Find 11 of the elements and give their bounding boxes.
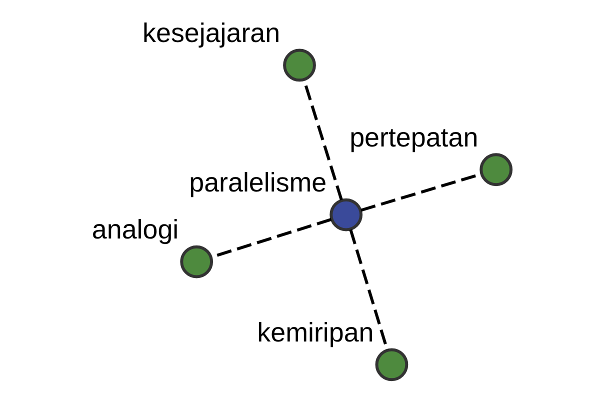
node-circle <box>330 198 363 232</box>
connector <box>349 229 389 350</box>
node-label: kesejajaran <box>142 18 280 48</box>
node-circle <box>283 48 316 82</box>
node-label: pertepatan <box>350 122 478 152</box>
node-label: paralelisme <box>189 167 327 198</box>
node-label: analogi <box>92 214 179 244</box>
node-label: kemiripan <box>257 317 374 348</box>
node-circle <box>480 153 513 186</box>
node-circle <box>375 348 408 382</box>
node-circle <box>180 245 214 278</box>
